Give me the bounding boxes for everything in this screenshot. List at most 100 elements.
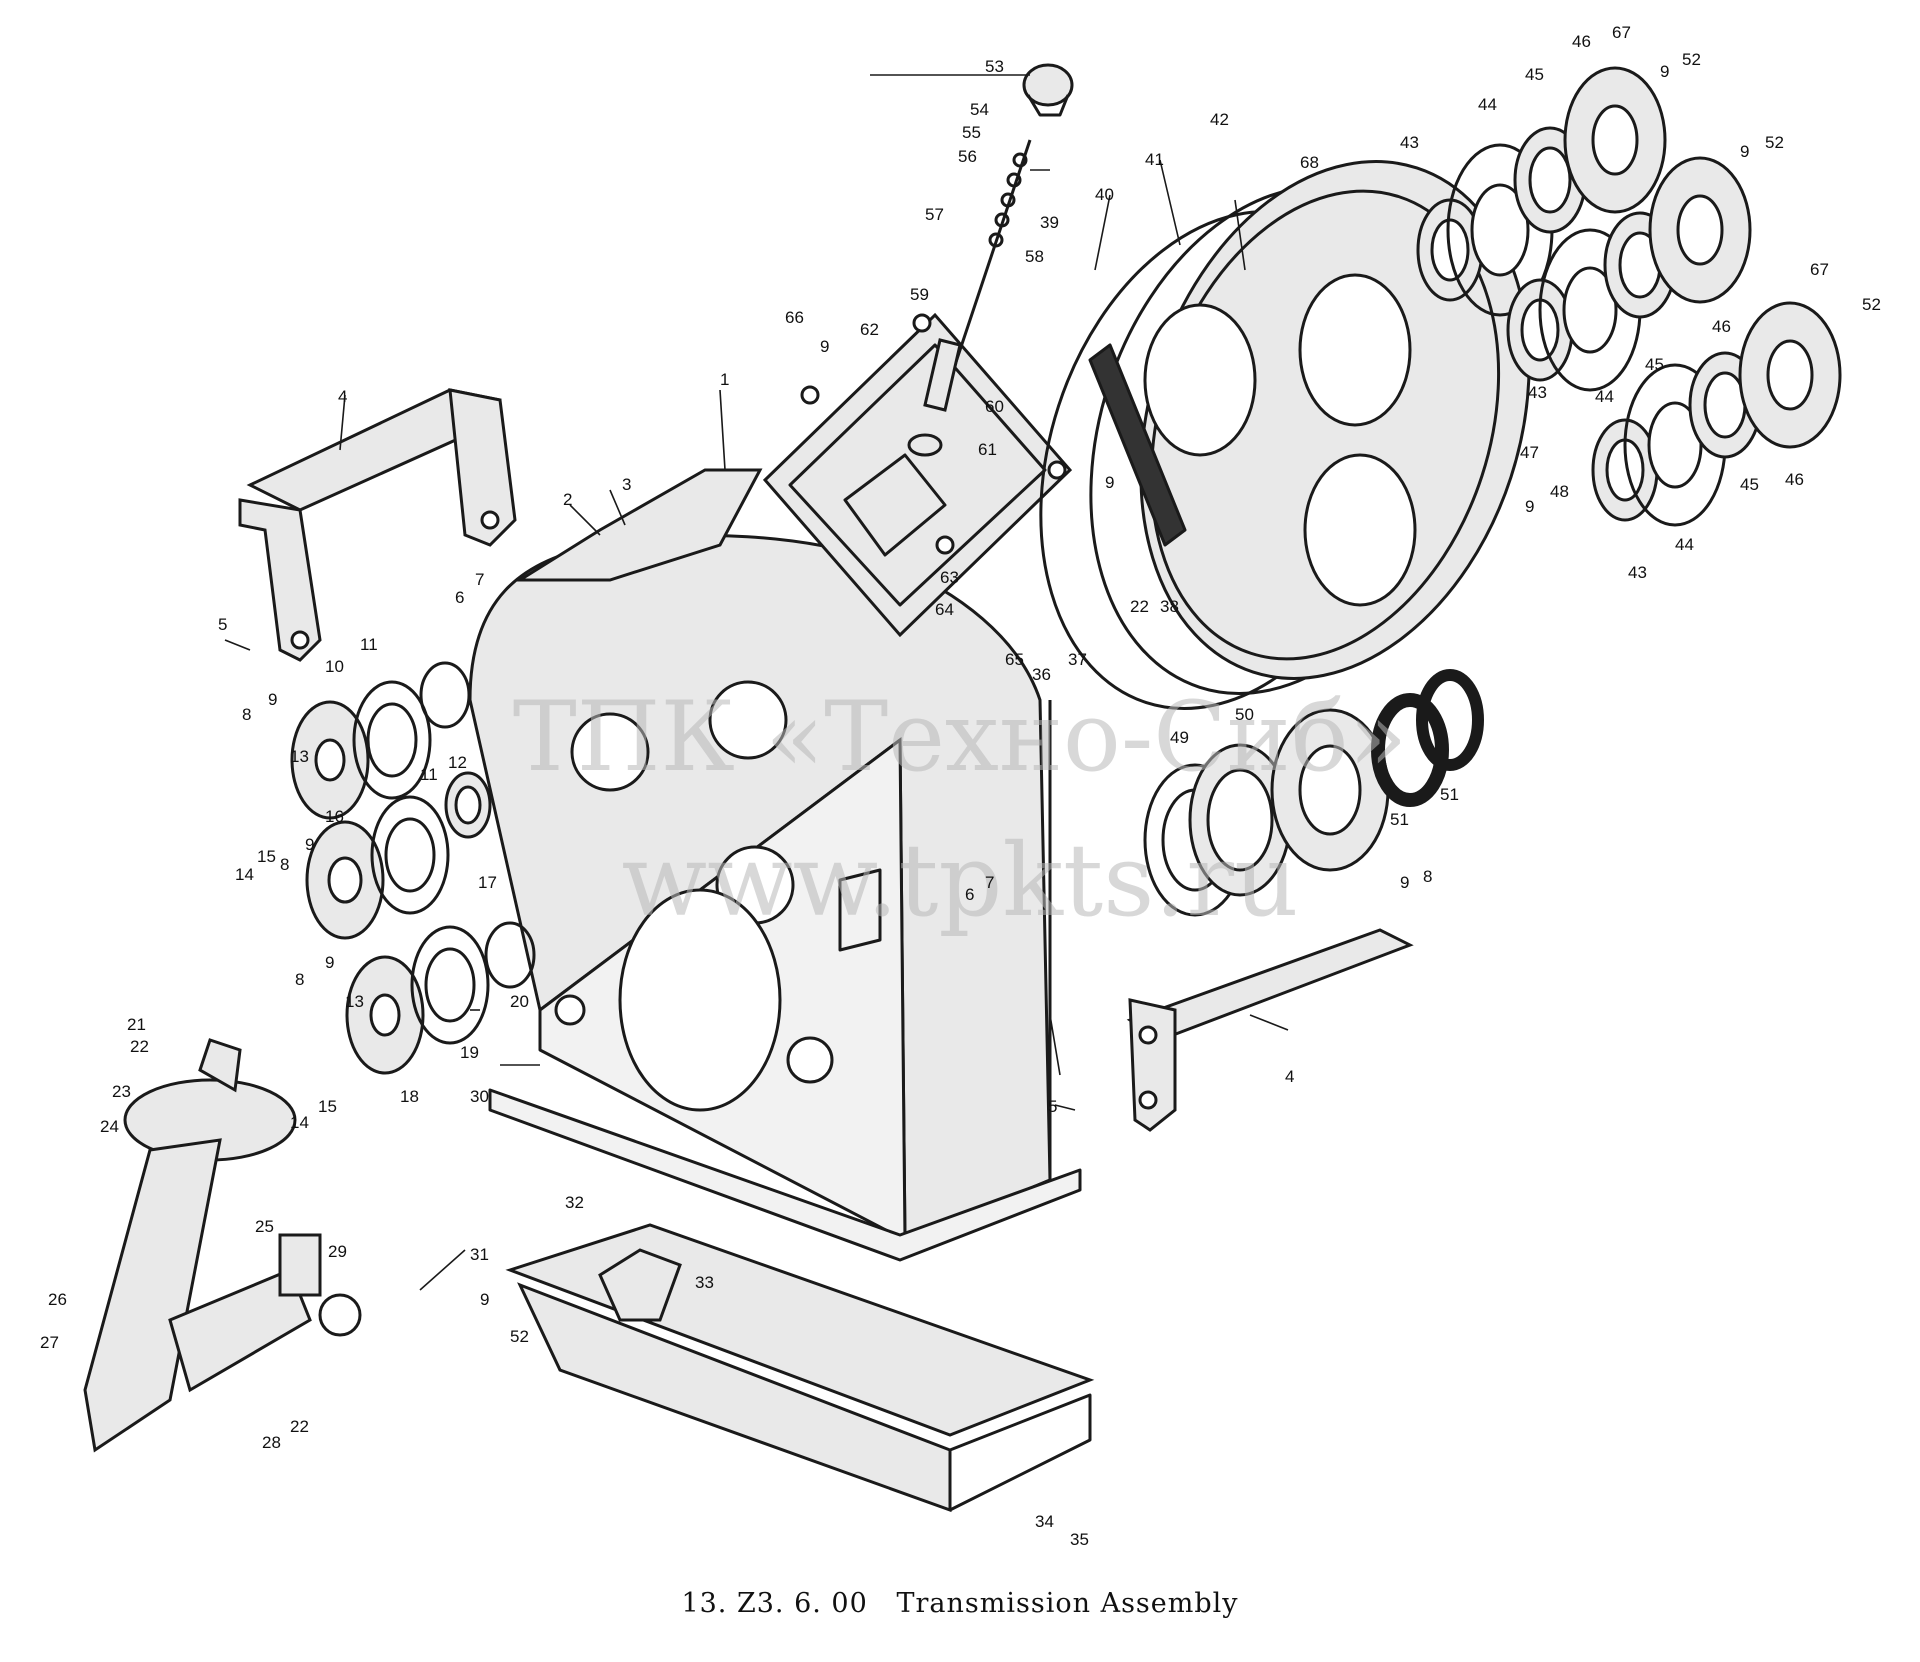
callout-labels: 1 2 3 4 4 5 5 6 6 7 7 8 8 8 8 9 9 9 9 9 … <box>40 23 1881 1549</box>
callout: 68 <box>1300 153 1319 172</box>
transmission-housing <box>468 534 1052 1243</box>
callout: 11 <box>420 765 438 784</box>
callout: 53 <box>985 57 1004 76</box>
callout: 35 <box>1070 1530 1089 1549</box>
callout: 44 <box>1675 535 1694 554</box>
callout: 22 <box>1130 597 1149 616</box>
callout: 47 <box>1520 443 1539 462</box>
callout: 42 <box>1210 110 1229 129</box>
callout: 32 <box>565 1193 584 1212</box>
callout: 17 <box>478 873 497 892</box>
callout: 9 <box>305 835 314 854</box>
callout: 8 <box>242 705 251 724</box>
callout: 44 <box>1595 387 1614 406</box>
callout: 3 <box>622 475 631 494</box>
callout: 13 <box>290 747 309 766</box>
callout: 46 <box>1572 32 1591 51</box>
right-mounting-bracket <box>1126 928 1414 1132</box>
callout: 52 <box>1682 50 1701 69</box>
callout: 41 <box>1145 150 1164 169</box>
callout: 64 <box>935 600 954 619</box>
callout: 63 <box>940 568 959 587</box>
callout: 34 <box>1035 1512 1054 1531</box>
callout: 2 <box>563 490 572 509</box>
left-flange-stack <box>290 661 536 1075</box>
callout: 4 <box>1285 1067 1294 1086</box>
callout: 15 <box>257 847 276 866</box>
dipstick-assembly <box>907 63 1074 457</box>
callout: 29 <box>328 1242 347 1261</box>
callout: 45 <box>1645 355 1664 374</box>
callout: 22 <box>290 1417 309 1436</box>
callout: 14 <box>235 865 254 884</box>
top-right-bearing-stack <box>1416 66 1842 527</box>
watermark-company: ТПК «Техно-Сиб» <box>513 681 1407 793</box>
callout: 23 <box>112 1082 131 1101</box>
callout: 11 <box>360 635 378 654</box>
callout: 24 <box>100 1117 119 1136</box>
callout: 9 <box>1660 62 1669 81</box>
callout: 55 <box>962 123 981 142</box>
callout: 67 <box>1810 260 1829 279</box>
callout: 43 <box>1400 133 1419 152</box>
callout: 48 <box>1550 482 1569 501</box>
callout: 30 <box>470 1087 489 1106</box>
callout: 45 <box>1740 475 1759 494</box>
callout: 1 <box>720 370 729 389</box>
callout: 5 <box>1048 1097 1057 1116</box>
callout: 61 <box>978 440 997 459</box>
watermark-url: www.tpkts.ru <box>621 822 1298 939</box>
callout: 44 <box>1478 95 1497 114</box>
callout: 18 <box>400 1087 419 1106</box>
callout: 8 <box>295 970 304 989</box>
callout: 10 <box>325 657 344 676</box>
callout: 52 <box>510 1327 529 1346</box>
callout: 40 <box>1095 185 1114 204</box>
callout: 54 <box>970 100 989 119</box>
callout: 46 <box>1785 470 1804 489</box>
callout: 19 <box>460 1043 479 1062</box>
callout: 28 <box>262 1433 281 1452</box>
callout: 65 <box>1005 650 1024 669</box>
callout: 9 <box>820 337 829 356</box>
callout: 51 <box>1440 785 1459 804</box>
callout: 38 <box>1160 597 1179 616</box>
callout: 59 <box>910 285 929 304</box>
callout: 46 <box>1712 317 1731 336</box>
callout: 9 <box>1105 473 1114 492</box>
callout: 60 <box>985 397 1004 416</box>
callout: 22 <box>130 1037 149 1056</box>
right-side-bearings <box>1143 669 1484 917</box>
callout: 8 <box>1423 867 1432 886</box>
callout: 8 <box>280 855 289 874</box>
callout: 37 <box>1068 650 1087 669</box>
callout: 9 <box>325 953 334 972</box>
left-mounting-bracket <box>238 388 517 662</box>
callout: 15 <box>318 1097 337 1116</box>
callout: 62 <box>860 320 879 339</box>
callout: 25 <box>255 1217 274 1236</box>
callout: 7 <box>475 570 484 589</box>
pto-elbow-assembly <box>83 1038 362 1453</box>
callout: 57 <box>925 205 944 224</box>
callout: 36 <box>1032 665 1051 684</box>
callout: 7 <box>985 873 994 892</box>
callout: 67 <box>1612 23 1631 42</box>
callout: 6 <box>965 885 974 904</box>
callout: 16 <box>325 807 344 826</box>
callout: 20 <box>510 992 529 1011</box>
callout: 66 <box>785 308 804 327</box>
leader-lines <box>224 74 1289 1291</box>
callout: 52 <box>1862 295 1881 314</box>
callout: 43 <box>1528 383 1547 402</box>
callout: 58 <box>1025 247 1044 266</box>
callout: 26 <box>48 1290 67 1309</box>
callout: 27 <box>40 1333 59 1352</box>
oil-pan <box>488 1088 1095 1513</box>
callout: 21 <box>127 1015 146 1034</box>
callout: 31 <box>470 1245 489 1264</box>
callout: 39 <box>1040 213 1059 232</box>
callout: 5 <box>218 615 227 634</box>
callout: 9 <box>1525 497 1534 516</box>
